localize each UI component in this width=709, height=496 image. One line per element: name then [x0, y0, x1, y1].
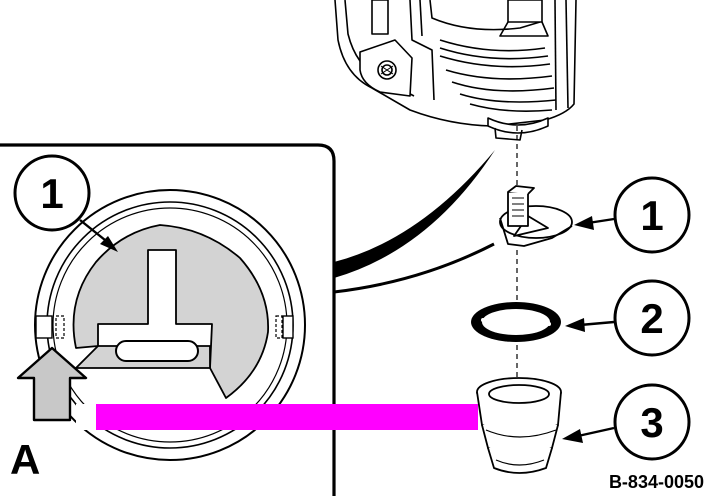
callout-number: 2 [640, 295, 663, 342]
part-1-strainer [499, 185, 573, 247]
callout-1: 1 [574, 176, 691, 254]
callout-3: 3 [562, 383, 691, 461]
callout-number: 1 [640, 192, 663, 239]
detail-view-label: A [10, 436, 40, 483]
housing-assembly [334, 0, 577, 141]
callout-2: 2 [565, 279, 691, 357]
callout-number: 3 [640, 399, 663, 446]
up-arrow-icon [16, 346, 88, 422]
detail-callout-number: 1 [40, 170, 63, 217]
part-2-gasket [471, 302, 561, 342]
figure-code: B-834-0050 [609, 472, 704, 492]
key-part [72, 224, 269, 399]
artifact-band [76, 404, 478, 430]
part-3-cartridge [476, 377, 562, 474]
detail-view-a: 1 A [0, 143, 495, 496]
